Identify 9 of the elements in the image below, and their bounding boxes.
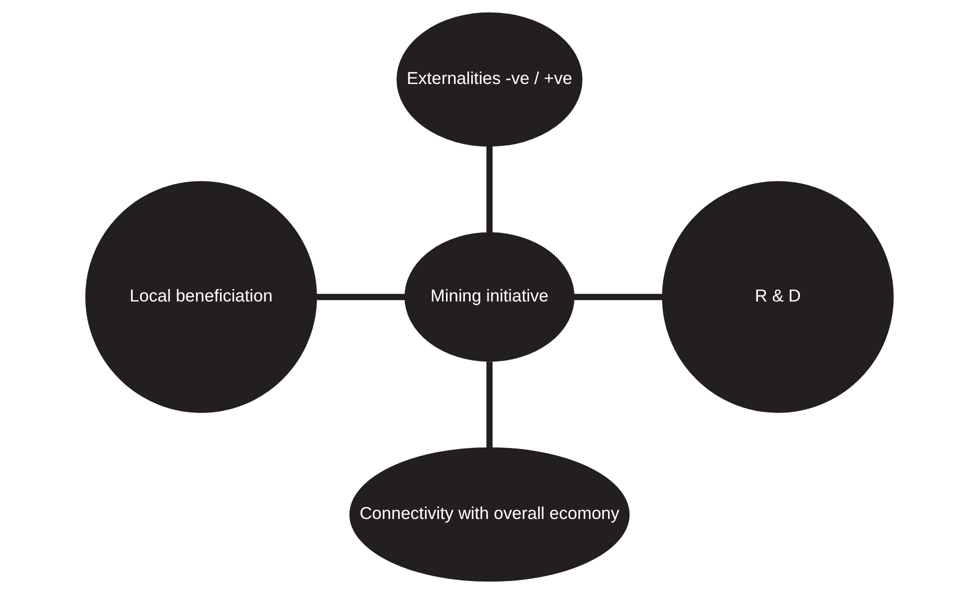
connector (316, 294, 405, 300)
connector (486, 362, 492, 448)
connector (573, 294, 662, 300)
node-circle: R & D (662, 181, 894, 413)
node-ellipse: Externalities -ve / +ve (396, 12, 582, 147)
node-ellipse: Mining initiative (404, 232, 574, 362)
node-circle: Local beneficiation (84, 181, 316, 413)
node-ellipse: Connectivity with overall ecomony (348, 447, 630, 582)
connector (486, 146, 492, 233)
